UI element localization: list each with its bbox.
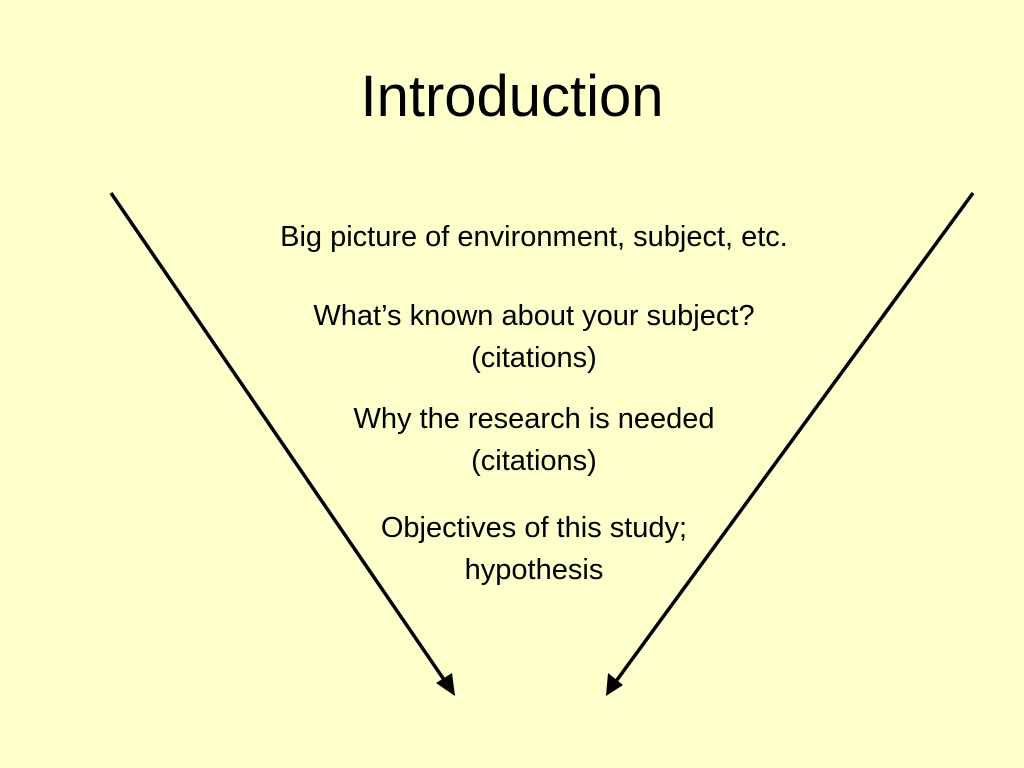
point-line: Objectives of this study;	[380, 512, 688, 544]
point-line: (citations)	[471, 342, 597, 374]
left-arrowhead-icon	[436, 673, 455, 696]
right-arrowhead-icon	[606, 673, 623, 696]
point-line: What’s known about your subject?	[313, 300, 755, 332]
funnel-point-why-needed: Why the research is needed (citations)	[0, 398, 1024, 482]
left-arrow-line	[109, 192, 449, 685]
point-line: Why the research is needed	[353, 403, 715, 435]
funnel-point-big-picture: Big picture of environment, subject, etc…	[0, 216, 1024, 258]
funnel-point-known: What’s known about your subject? (citati…	[0, 295, 1024, 379]
point-line: hypothesis	[464, 554, 604, 586]
right-arrow-line	[612, 191, 975, 686]
point-line: Big picture of environment, subject, etc…	[280, 221, 788, 253]
point-line: (citations)	[471, 445, 597, 477]
funnel-point-objectives: Objectives of this study; hypothesis	[0, 507, 1024, 591]
slide-title: Introduction	[360, 64, 664, 129]
